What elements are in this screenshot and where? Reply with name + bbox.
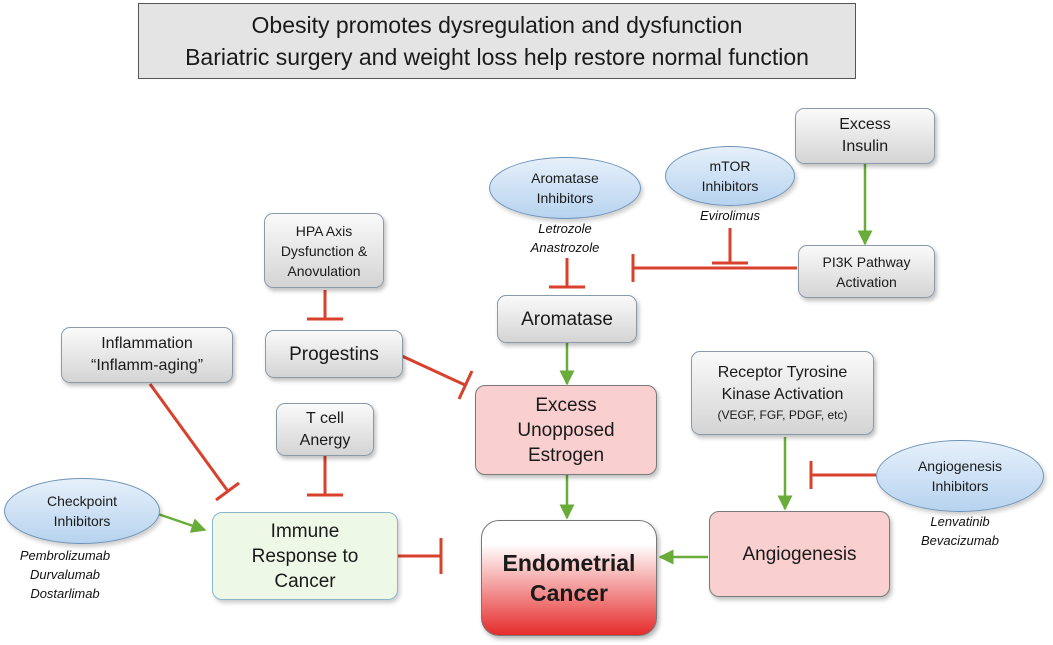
checkpoint-line-2: Inhibitors <box>53 513 111 529</box>
mtor-inhibitors-ellipse: mTOR Inhibitors <box>665 146 795 206</box>
mtor-line-2: Inhibitors <box>701 178 759 194</box>
rtk-line-3: (VEGF, FGF, PDGF, etc) <box>717 408 848 422</box>
mtor-drug-list: Evirolimus <box>680 206 780 225</box>
arrow-checkpoint-to-immune <box>157 512 207 533</box>
aromatase-inhibitors-line-1: Aromatase <box>531 170 599 186</box>
checkpoint-line-1: Checkpoint <box>46 493 118 509</box>
angiogenesis-inhibitors-ellipse: Angiogenesis Inhibitors <box>876 440 1044 512</box>
hpa-axis-box: HPA Axis Dysfunction & Anovulation <box>264 213 384 288</box>
immune-line-2: Response to <box>251 545 359 567</box>
angio-inhibitors-line-2: Inhibitors <box>931 478 989 494</box>
drug-anastrozole: Anastrozole <box>530 240 600 255</box>
cancer-line-2: Cancer <box>530 580 608 606</box>
drug-pembrolizumab: Pembrolizumab <box>19 548 111 563</box>
cancer-line-1: Endometrial <box>502 550 636 576</box>
estrogen-line-1: Excess <box>535 394 597 416</box>
angio-inhibitors-line-1: Angiogenesis <box>917 458 1003 474</box>
inflammation-line-1: Inflammation <box>101 335 193 352</box>
checkpoint-inhibitors-ellipse: Checkpoint Inhibitors <box>4 478 160 544</box>
aromatase-label: Aromatase <box>521 308 613 330</box>
rtk-activation-box: Receptor Tyrosine Kinase Activation (VEG… <box>691 351 874 435</box>
excess-insulin-line-1: Excess <box>839 116 891 133</box>
estrogen-line-2: Unopposed <box>517 419 615 441</box>
tcell-line-2: Anergy <box>299 431 351 449</box>
angiogenesis-label: Angiogenesis <box>742 543 857 565</box>
hpa-line-3: Anovulation <box>287 262 361 279</box>
inhibit-inflammation-to-immune <box>148 383 229 491</box>
immune-line-1: Immune <box>270 520 340 542</box>
rtk-line-2: Kinase Activation <box>721 386 844 403</box>
title-box: Obesity promotes dysregulation and dysfu… <box>138 3 856 79</box>
aromatase-inhibitors-ellipse: Aromatase Inhibitors <box>489 157 641 219</box>
progestins-label: Progestins <box>289 343 379 365</box>
excess-insulin-box: Excess Insulin <box>795 108 935 164</box>
pi3k-line-1: PI3K Pathway <box>822 253 911 270</box>
tcell-anergy-box: T cell Anergy <box>276 403 374 456</box>
endometrial-cancer-box: Endometrial Cancer <box>481 520 657 636</box>
inhibit-progestins-to-estrogen <box>401 354 466 387</box>
excess-estrogen-box: Excess Unopposed Estrogen <box>475 385 657 475</box>
progestins-box: Progestins <box>265 330 403 378</box>
mtor-line-1: mTOR <box>709 158 751 174</box>
aromatase-inhibitors-line-2: Inhibitors <box>536 190 594 206</box>
immune-line-3: Cancer <box>274 570 336 592</box>
inflammation-box: Inflammation “Inflamm-aging” <box>61 327 233 383</box>
rtk-line-1: Receptor Tyrosine <box>717 364 848 381</box>
immune-response-box: Immune Response to Cancer <box>212 512 398 600</box>
angiogenesis-box: Angiogenesis <box>709 511 890 597</box>
drug-lenvatinib: Lenvatinib <box>930 514 990 529</box>
inflammation-line-2: “Inflamm-aging” <box>90 357 204 374</box>
drug-letrozole: Letrozole <box>538 221 592 236</box>
aromatase-drug-list: Letrozole Anastrozole <box>505 219 625 257</box>
hpa-line-1: HPA Axis <box>295 222 353 239</box>
pi3k-line-2: Activation <box>836 273 897 290</box>
aromatase-box: Aromatase <box>497 295 637 343</box>
title-line-1: Obesity promotes dysregulation and dysfu… <box>251 12 743 38</box>
title-line-2: Bariatric surgery and weight loss help r… <box>185 44 809 70</box>
pi3k-pathway-box: PI3K Pathway Activation <box>798 245 935 298</box>
drug-evirolimus: Evirolimus <box>700 208 760 223</box>
hpa-line-2: Dysfunction & <box>280 242 368 259</box>
angiogenesis-drug-list: Lenvatinib Bevacizumab <box>905 512 1015 550</box>
tcell-line-1: T cell <box>306 409 344 427</box>
drug-dostarlimab: Dostarlimab <box>30 586 100 601</box>
drug-durvalumab: Durvalumab <box>29 567 101 582</box>
drug-bevacizumab: Bevacizumab <box>920 533 1000 548</box>
estrogen-line-3: Estrogen <box>527 444 605 466</box>
checkpoint-drug-list: Pembrolizumab Durvalumab Dostarlimab <box>10 546 120 603</box>
excess-insulin-line-2: Insulin <box>841 138 889 155</box>
